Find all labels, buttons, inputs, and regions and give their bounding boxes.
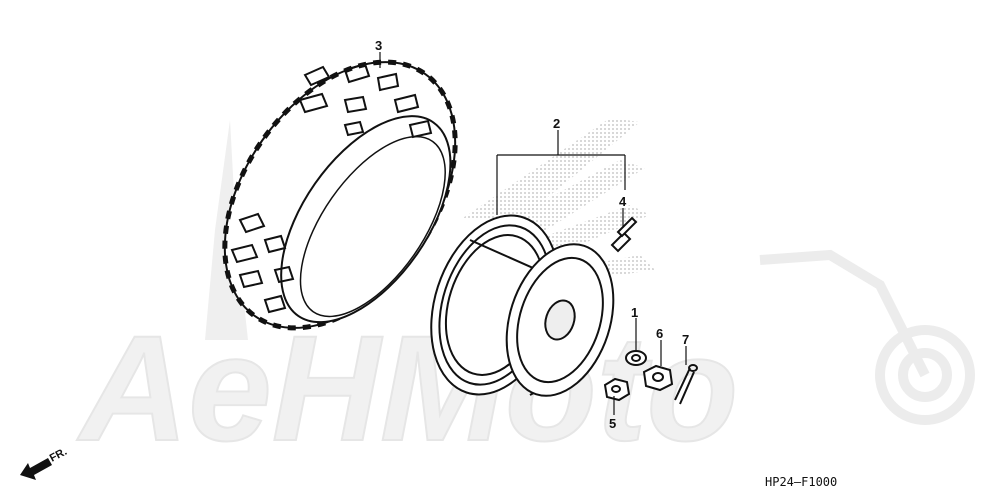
valve-stem (610, 216, 638, 253)
tire (222, 59, 458, 331)
front-arrow-icon: FR. (20, 446, 69, 480)
callout-4: 4 (619, 194, 627, 209)
front-label: FR. (48, 446, 69, 465)
castle-nut (642, 364, 674, 392)
watermark-motorcycle-icon (759, 249, 975, 425)
callout-1: 1 (631, 305, 638, 320)
diagram-code: HP24—F1000 (765, 475, 837, 489)
washer (625, 350, 647, 366)
callout-3: 3 (375, 38, 382, 53)
callout-6: 6 (656, 326, 663, 341)
callout-5: 5 (609, 416, 616, 431)
watermark-text: AeHMoto (76, 304, 738, 472)
callout-7: 7 (682, 332, 689, 347)
nut (603, 377, 631, 402)
leader-lines (379, 52, 687, 415)
cotter-pin (674, 364, 698, 405)
wheel-rim (430, 214, 615, 397)
tread-pattern (230, 62, 433, 314)
callout-2: 2 (553, 116, 560, 131)
